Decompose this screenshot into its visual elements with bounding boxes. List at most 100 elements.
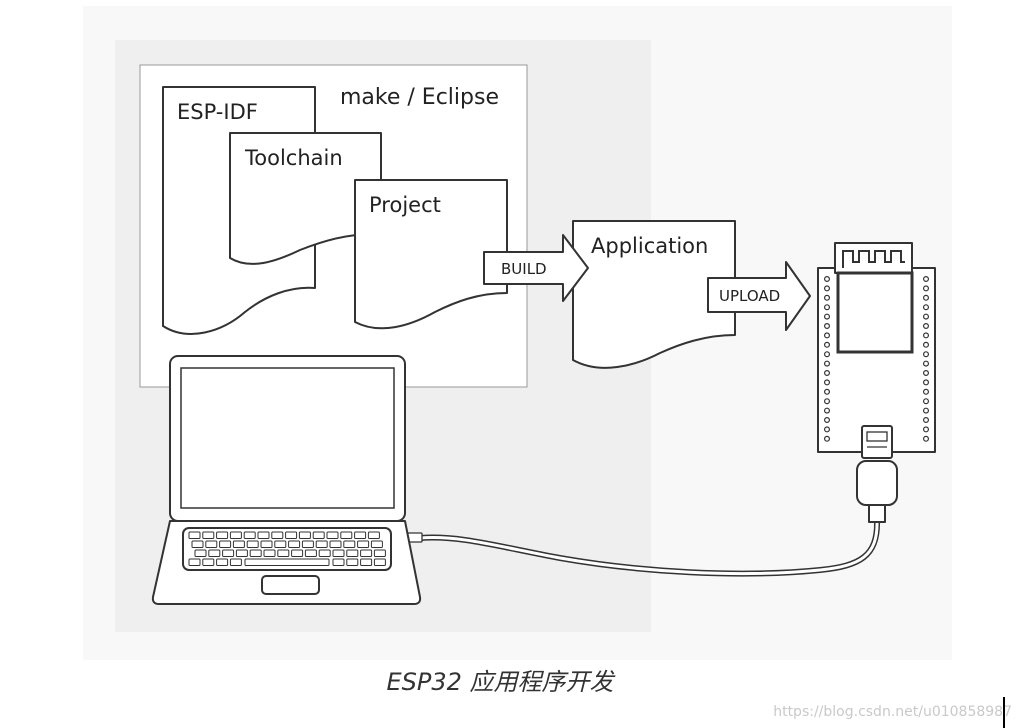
keyboard-key xyxy=(263,549,276,557)
keyboard-key xyxy=(249,549,262,557)
left-pin-hole xyxy=(823,426,830,433)
keyboard-key xyxy=(232,540,245,548)
keyboard-key xyxy=(357,540,370,548)
keyboard-key xyxy=(288,540,301,548)
keyboard-key xyxy=(285,531,298,539)
keyboard-key xyxy=(260,540,273,548)
keyboard-key xyxy=(332,549,345,557)
keyboard-key xyxy=(326,531,339,539)
keyboard-key xyxy=(315,540,328,548)
esp32-board xyxy=(817,242,936,459)
keyboard-key xyxy=(274,540,287,548)
right-pin-hole xyxy=(922,426,929,433)
left-pin-hole xyxy=(823,388,830,395)
right-pin-hole xyxy=(922,351,929,358)
right-pin-hole xyxy=(922,313,929,320)
keyboard-key xyxy=(202,558,215,566)
micro-usb-port xyxy=(861,425,893,459)
left-pin-hole xyxy=(823,407,830,414)
left-pin-hole xyxy=(823,304,830,311)
keyboard-key xyxy=(246,540,259,548)
keyboard-key xyxy=(373,558,386,566)
right-pin-hole xyxy=(922,304,929,311)
keyboard-key xyxy=(271,531,284,539)
upload-arrow: UPLOAD xyxy=(707,261,811,331)
build-arrow: BUILD xyxy=(483,234,589,302)
application-document-shape xyxy=(572,220,736,369)
keyboard-key xyxy=(216,531,229,539)
make-eclipse-label: make / Eclipse xyxy=(340,85,499,110)
keyboard-key xyxy=(360,549,373,557)
micro-usb-port-body xyxy=(861,425,893,459)
upload-label: UPLOAD xyxy=(719,287,780,305)
project-document: Project xyxy=(354,179,508,330)
keyboard-key xyxy=(208,549,221,557)
keyboard-key xyxy=(229,531,242,539)
build-label: BUILD xyxy=(501,260,547,278)
figure-caption: ESP32 应用程序开发 xyxy=(386,668,616,696)
keyboard-key xyxy=(205,540,218,548)
pin-headers xyxy=(823,276,929,442)
keyboard-key xyxy=(188,558,201,566)
left-pin-hole xyxy=(823,379,830,386)
keyboard-key xyxy=(346,558,359,566)
right-pin-hole xyxy=(922,407,929,414)
right-pin-hole xyxy=(922,417,929,424)
keyboard-key xyxy=(360,558,373,566)
left-pin-hole xyxy=(823,398,830,405)
keyboard-key xyxy=(329,540,342,548)
keyboard-key xyxy=(318,549,331,557)
keyboard-key xyxy=(373,549,386,557)
keyboard-key xyxy=(370,540,383,548)
left-pin-hole xyxy=(823,417,830,424)
keyboard-key xyxy=(343,540,356,548)
right-pin-hole xyxy=(922,276,929,283)
project-label: Project xyxy=(369,193,441,217)
keyboard-key xyxy=(277,549,290,557)
keyboard-key xyxy=(354,531,367,539)
keyboard-key xyxy=(188,531,201,539)
left-pin-hole xyxy=(823,341,830,348)
application-label: Application xyxy=(591,234,708,258)
right-pin-hole xyxy=(922,341,929,348)
keyboard-key xyxy=(346,549,359,557)
esp-idf-label: ESP-IDF xyxy=(177,100,258,124)
keyboard-keys xyxy=(188,531,386,566)
left-pin-hole xyxy=(823,435,830,442)
keyboard-key xyxy=(219,540,232,548)
right-pin-hole xyxy=(922,294,929,301)
keyboard-key xyxy=(257,531,270,539)
right-pin-hole xyxy=(922,323,929,330)
keyboard-key xyxy=(332,558,345,566)
keyboard-key xyxy=(235,549,248,557)
right-pin-hole xyxy=(922,379,929,386)
keyboard-key xyxy=(222,549,235,557)
keyboard-key xyxy=(194,549,207,557)
build-arrow-shape xyxy=(483,234,589,302)
right-pin-hole xyxy=(922,388,929,395)
right-pin-hole xyxy=(922,435,929,442)
keyboard-key xyxy=(312,531,325,539)
laptop-touchpad xyxy=(261,575,320,595)
left-pin-hole xyxy=(823,323,830,330)
usb-cable-core xyxy=(418,519,879,576)
keyboard-key xyxy=(291,549,304,557)
right-pin-hole xyxy=(922,398,929,405)
keyboard-key xyxy=(229,558,242,566)
right-pin-hole xyxy=(922,360,929,367)
keyboard-key xyxy=(216,558,229,566)
keyboard-key xyxy=(191,540,204,548)
usb-cable xyxy=(405,460,898,577)
project-document-shape xyxy=(354,179,508,330)
right-pin-hole xyxy=(922,332,929,339)
left-pin-hole xyxy=(823,294,830,301)
upload-arrow-shape xyxy=(707,261,811,331)
pcb-antenna-trace-icon xyxy=(842,250,905,268)
right-pin-hole xyxy=(922,370,929,377)
micro-usb-port-opening xyxy=(866,431,888,442)
laptop xyxy=(151,355,422,605)
keyboard-key xyxy=(243,531,256,539)
keyboard-key xyxy=(304,549,317,557)
watermark: https://blog.csdn.net/u010858987 xyxy=(773,704,1012,720)
